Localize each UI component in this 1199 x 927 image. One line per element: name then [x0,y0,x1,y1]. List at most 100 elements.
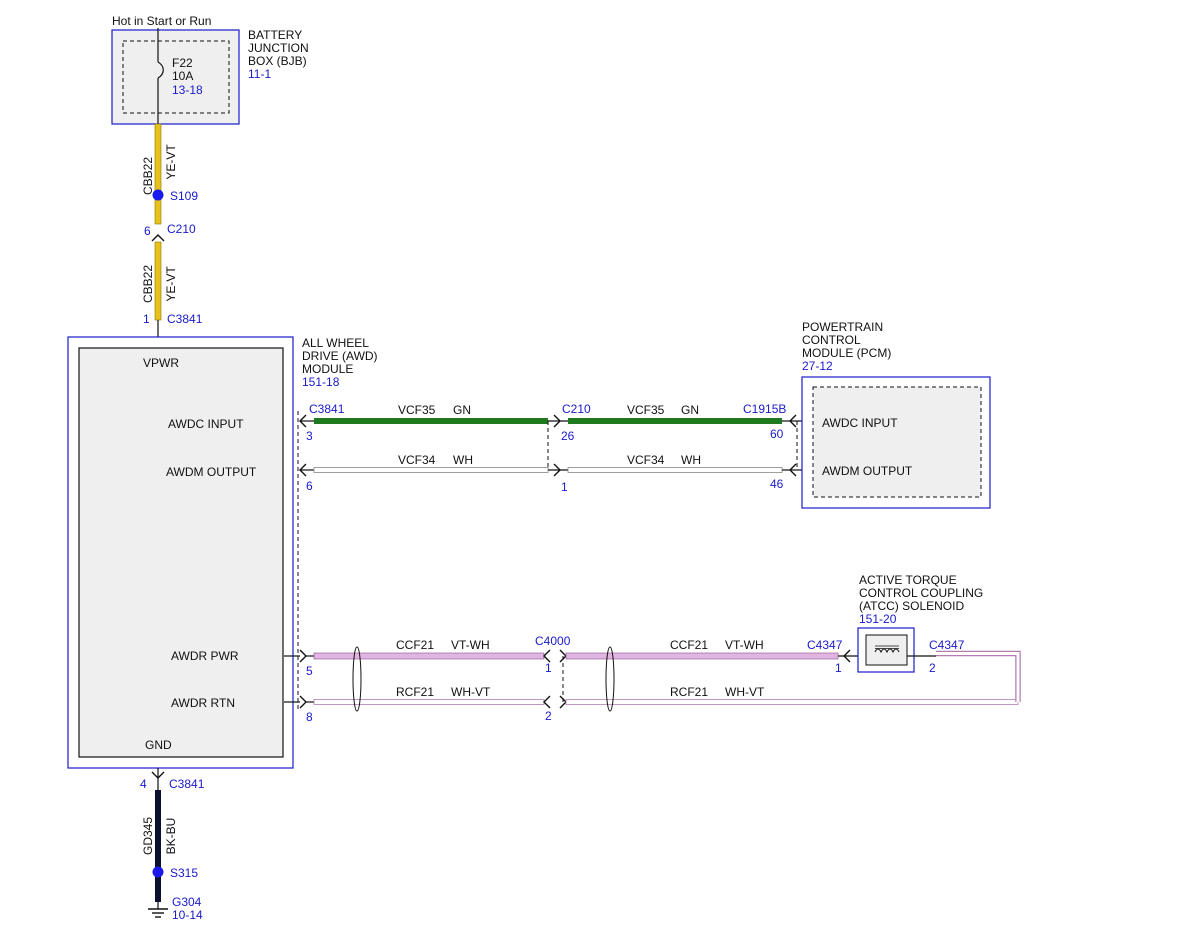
wire-vcf35-left [314,418,548,424]
power-label: Hot in Start or Run [112,14,211,28]
rcf21-circuit-left: RCF21 [396,685,434,699]
c3841-awdr-pwr-arrow-icon [299,649,307,663]
c210-pin-1: 1 [561,480,568,494]
c3841-pin-5: 5 [306,664,313,678]
pcm-inner [812,386,982,498]
c1915b-pin-60: 60 [770,427,784,441]
bjb-title-3: BOX (BJB) [248,54,307,68]
wire-rcf21-loop-outer [936,650,1021,702]
wire-top-circuit-2: CBB22 [141,265,155,303]
splice-s315-label: S315 [170,866,198,880]
twisted-pair-right-icon [605,646,615,712]
c3841-top-name: C3841 [167,312,203,326]
c210-mid-name: C210 [562,402,591,416]
ccf21-circuit-right: CCF21 [670,638,708,652]
splice-s109-label: S109 [170,189,198,203]
atcc-ref: 151-20 [859,612,897,626]
wire-vcf34-left [313,467,549,473]
c210-top-pin: 6 [144,224,151,238]
awd-awdr-rtn: AWDR RTN [171,696,235,710]
bjb-title-1: BATTERY [248,28,302,42]
awd-ref: 151-18 [302,375,340,389]
c3841-mid-name: C3841 [309,402,345,416]
awd-awdc-input: AWDC INPUT [168,417,244,431]
c1915b-pin-46: 46 [770,477,784,491]
wire-gd345 [155,790,161,902]
connector-c210-top-icon [151,234,165,242]
fuse-rating: 10A [172,69,193,83]
c4000-pin-2: 2 [545,709,552,723]
wire-top-circuit-1: CBB22 [141,157,155,195]
wire-top-color-2: YE-VT [164,266,178,302]
vcf35-circuit-right: VCF35 [627,403,665,417]
c3841-bot-name: C3841 [169,777,205,791]
bjb-box [111,29,240,125]
c210-pin-26: 26 [561,429,575,443]
wire-rcf21-right [565,699,1019,705]
pcm-title-2: CONTROL [802,333,861,347]
awd-title-3: MODULE [302,362,353,376]
rcf21-color-left: WH-VT [451,685,491,699]
awd-awdr-pwr: AWDR PWR [171,649,239,663]
g304-name: G304 [172,895,202,909]
c4347-left-name: C4347 [807,638,843,652]
awd-title-2: DRIVE (AWD) [302,349,378,363]
pcm-title-3: MODULE (PCM) [802,346,891,360]
awd-awdm-output: AWDM OUTPUT [166,465,257,479]
vcf35-color-right: GN [681,403,699,417]
vcf35-color-left: GN [453,403,471,417]
ccf21-color-left: VT-WH [451,638,490,652]
awd-gnd: GND [145,738,172,752]
c4000-pin-1: 1 [545,661,552,675]
c4000-pwr-arrow-icon [543,649,551,663]
wire-vcf34-right [567,467,783,473]
c3841-pin-3: 3 [306,429,313,443]
splice-s109-dot [152,189,164,201]
atcc-title-1: ACTIVE TORQUE [859,573,957,587]
c1915b-name: C1915B [743,402,786,416]
fuse-ref: 13-18 [172,83,203,97]
wire-gnd-color: BK-BU [164,818,178,855]
atcc-title-3: (ATCC) SOLENOID [859,599,964,613]
pcm-ref: 27-12 [802,359,833,373]
c4000-rtn-arrow-icon [543,695,551,709]
c3841-bot-pin: 4 [140,777,147,791]
g304-ref: 10-14 [172,908,203,922]
pcm-title-1: POWERTRAIN [802,320,883,334]
vcf34-color-left: WH [453,453,473,467]
c3841-pin-6: 6 [306,479,313,493]
rcf21-color-right: WH-VT [725,685,765,699]
pcm-awdc-input: AWDC INPUT [822,416,898,430]
c4347-right-pin: 2 [929,661,936,675]
c3841-pin-8: 8 [306,710,313,724]
wire-rcf21-loop-inner [936,652,1020,702]
vcf34-circuit-left: VCF34 [398,453,436,467]
wire-vcf35-right [568,418,782,424]
rcf21-circuit-right: RCF21 [670,685,708,699]
fuse-icon [157,61,164,79]
ccf21-color-right: VT-WH [725,638,764,652]
c3841-top-pin: 1 [143,312,150,326]
c1915b-awdc-arrow-icon [789,414,797,428]
solenoid-coil-icon [874,648,900,654]
bjb-title-2: JUNCTION [248,41,309,55]
bjb-ref: 11-1 [248,67,271,81]
wire-rcf21-left [313,699,545,705]
wire-cbb22-lower [154,241,162,321]
awd-module-inner [78,347,284,758]
ccf21-circuit-left: CCF21 [396,638,434,652]
c4347-left-pin: 1 [835,661,842,675]
bjb-inner-box [122,40,230,114]
twisted-pair-left-icon [352,646,362,712]
vcf35-circuit-left: VCF35 [398,403,436,417]
awd-title-1: ALL WHEEL [302,336,369,350]
wire-gnd-circuit: GD345 [141,817,155,855]
c210-top-name: C210 [167,222,196,236]
c4347-right-name: C4347 [929,638,965,652]
vcf34-color-right: WH [681,453,701,467]
wire-cbb22-upper [154,123,162,225]
awd-vpwr: VPWR [143,356,179,370]
vcf34-circuit-right: VCF34 [627,453,665,467]
splice-s315-dot [152,866,164,878]
